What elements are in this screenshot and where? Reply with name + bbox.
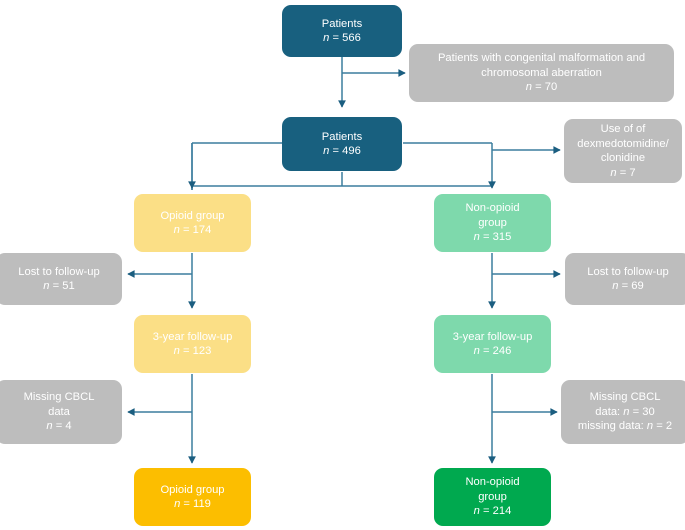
node-line: missing data: n = 2 (577, 420, 673, 433)
node-count: n = 69 (612, 280, 644, 292)
node-excluded-dexmedetomidine: Use of of dexmedotomidine/ clonidine n =… (564, 119, 682, 183)
node-line: Missing CBCL (23, 391, 95, 404)
node-non-opioid-group: Non-opioid group n = 315 (434, 194, 551, 252)
node-count: n = 496 (323, 145, 361, 157)
node-count: n = 123 (173, 345, 212, 357)
node-non-opioid-group-final: Non-opioid group n = 214 (434, 468, 551, 526)
node-patients-enrolled: Patients n = 566 (282, 5, 402, 57)
node-count: n = 51 (43, 280, 75, 292)
node-missing-cbcl-non-opioid: Missing CBCL data: n = 30 missing data: … (561, 380, 685, 444)
node-opioid-group-final: Opioid group n = 119 (134, 468, 251, 526)
node-patients-included: Patients n = 496 (282, 117, 402, 171)
node-line: Missing CBCL (589, 391, 661, 404)
node-line: Opioid group (160, 483, 225, 496)
node-line: clonidine (600, 152, 646, 164)
node-line: Lost to follow-up (587, 265, 669, 278)
node-count: n = 4 (46, 420, 72, 433)
node-lost-to-follow-up-non-opioid: Lost to follow-up n = 69 (565, 253, 685, 305)
node-count: n = 174 (173, 224, 212, 236)
node-count: n = 70 (525, 81, 558, 94)
node-lost-to-follow-up-opioid: Lost to follow-up n = 51 (0, 253, 122, 305)
node-count: n = 119 (174, 498, 211, 510)
node-line: Opioid group (160, 209, 225, 222)
node-3-year-follow-up-non-opioid: 3-year follow-up n = 246 (434, 315, 551, 373)
node-line: 3-year follow-up (452, 330, 533, 343)
node-line: data (48, 405, 70, 418)
node-line: 3-year follow-up (152, 330, 233, 343)
node-opioid-group: Opioid group n = 174 (134, 194, 251, 252)
node-excluded-congenital: Patients with congenital malformation an… (409, 44, 674, 102)
node-3-year-follow-up-opioid: 3-year follow-up n = 123 (134, 315, 251, 373)
node-line: Non-opioid (465, 202, 520, 215)
node-count: n = 566 (323, 32, 361, 44)
node-line: group (478, 490, 507, 503)
node-line: data: n = 30 (595, 405, 655, 418)
node-line: chromosomal aberration (481, 66, 602, 79)
node-count: n = 7 (610, 166, 636, 179)
node-missing-cbcl-opioid: Missing CBCL data n = 4 (0, 380, 122, 444)
node-line: Patients (321, 17, 363, 30)
node-line: Use of of (600, 123, 646, 135)
node-line: group (478, 216, 507, 229)
node-count: n = 246 (473, 345, 512, 357)
node-count: n = 315 (473, 231, 512, 244)
node-line: Patients (321, 130, 363, 143)
node-count: n = 214 (473, 505, 512, 518)
node-line: Non-opioid (465, 476, 520, 489)
node-line: dexmedotomidine/ (577, 137, 669, 150)
node-line: Lost to follow-up (18, 265, 100, 278)
node-line: Patients with congenital malformation an… (437, 52, 646, 65)
